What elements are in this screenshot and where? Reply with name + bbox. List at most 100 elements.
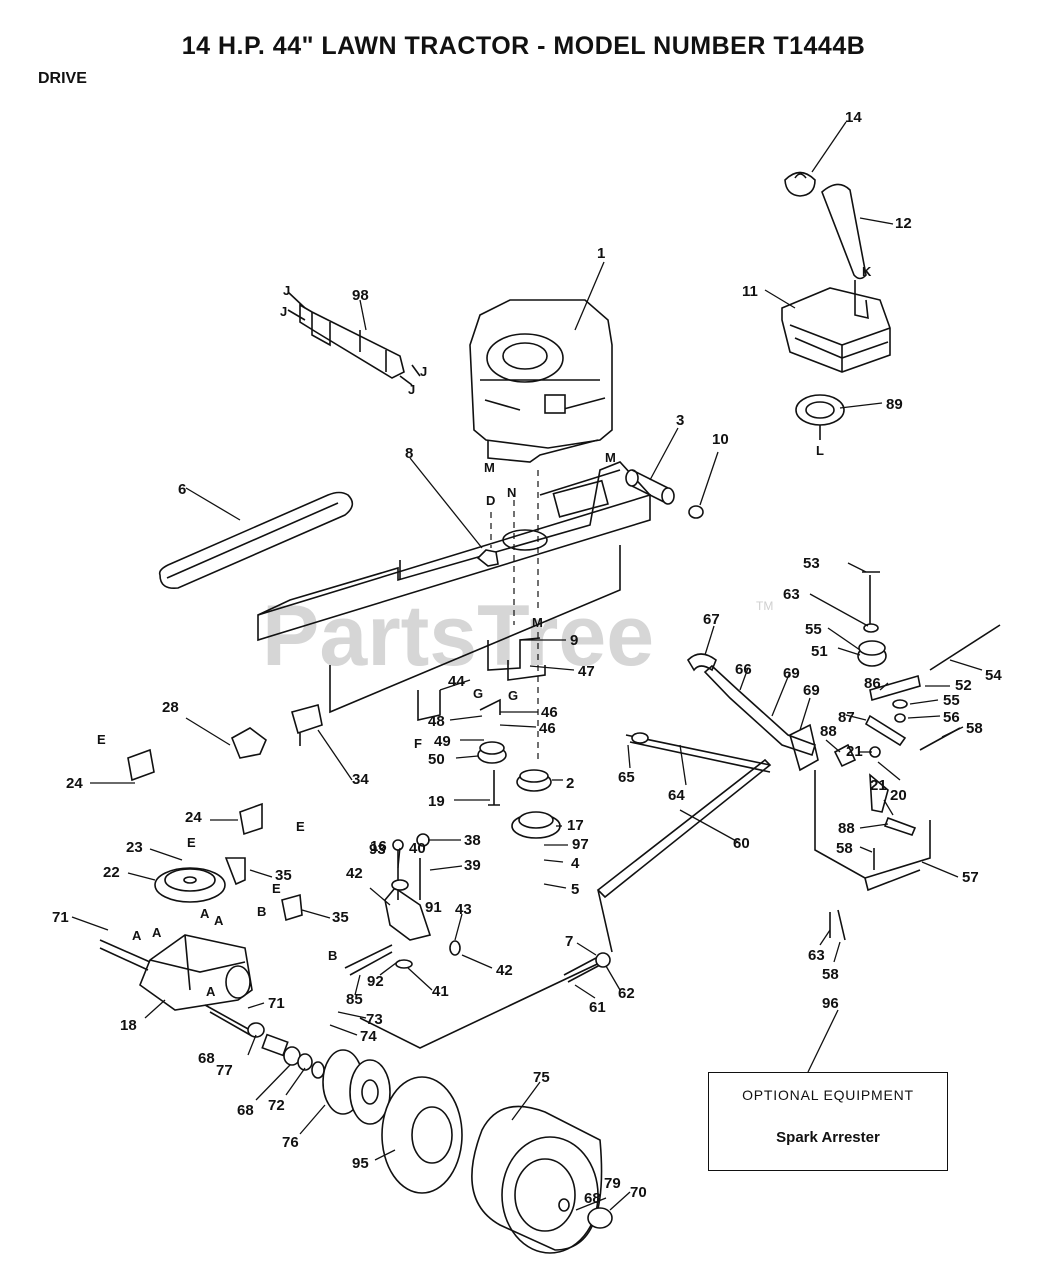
callout: 28 [162, 699, 179, 716]
callout: 95 [352, 1155, 369, 1172]
callout: 53 [803, 555, 820, 572]
callout: 40 [409, 840, 426, 857]
callout: 98 [352, 287, 369, 304]
callout: 44 [448, 673, 465, 690]
watermark-tm: TM [756, 599, 773, 613]
callout: 58 [836, 840, 853, 857]
callout: 92 [367, 973, 384, 990]
page-title: 14 H.P. 44" LAWN TRACTOR - MODEL NUMBER … [181, 32, 866, 60]
leader-lines [71, 121, 983, 1211]
svg-text:M: M [532, 615, 543, 630]
callout: 46 [541, 704, 558, 721]
callout: 63 [783, 586, 800, 603]
callout: 48 [428, 713, 445, 730]
callout: 54 [985, 667, 1002, 684]
callout: 49 [434, 733, 451, 750]
watermark: PartsTree [262, 588, 654, 684]
callout: 38 [464, 832, 481, 849]
callout-labels: 1 2 3 4 5 6 7 8 9 10 11 12 14 16 17 18 1… [52, 109, 1002, 1207]
callout: 58 [966, 720, 983, 737]
engine [469, 299, 613, 463]
svg-text:E: E [272, 881, 281, 896]
callout: 79 [604, 1175, 621, 1192]
callout: 88 [838, 820, 855, 837]
idler-bracket [417, 637, 546, 722]
callout: 56 [943, 709, 960, 726]
callout: 22 [103, 864, 120, 881]
callout: 43 [455, 901, 472, 918]
section-label: DRIVE [38, 70, 87, 87]
callout: 89 [886, 396, 903, 413]
svg-text:B: B [257, 904, 266, 919]
svg-text:L: L [816, 443, 824, 458]
callout: 3 [676, 412, 684, 429]
callout: 42 [496, 962, 513, 979]
callout: 73 [366, 1011, 383, 1028]
callout: 66 [735, 661, 752, 678]
callout: 67 [703, 611, 720, 628]
callout: 11 [742, 283, 758, 300]
callout: 70 [630, 1184, 647, 1201]
callout: 68 [198, 1050, 215, 1067]
callout: 87 [838, 709, 855, 726]
gasket-89 [795, 394, 845, 440]
svg-text:A: A [214, 913, 224, 928]
callout: 96 [822, 995, 839, 1012]
svg-text:J: J [283, 283, 290, 298]
shift-lever [781, 171, 891, 373]
callout: 68 [584, 1190, 601, 1207]
svg-text:E: E [187, 835, 196, 850]
callout: 71 [52, 909, 69, 926]
callout: 21 [846, 743, 863, 760]
belt [158, 491, 354, 590]
callout: 20 [890, 787, 907, 804]
callout: 86 [864, 675, 881, 692]
callout: 68 [237, 1102, 254, 1119]
optional-equipment-title: OPTIONAL EQUIPMENT [742, 1087, 914, 1103]
svg-text:J: J [420, 364, 427, 379]
callout: 46 [539, 720, 556, 737]
svg-text:M: M [605, 450, 616, 465]
callout: 24 [66, 775, 83, 792]
tire-75 [471, 1105, 603, 1254]
callout: 2 [566, 775, 574, 792]
bracket-98 [287, 291, 421, 386]
callout: 14 [845, 109, 862, 126]
svg-text:E: E [296, 819, 305, 834]
transaxle [99, 934, 253, 1037]
callout: 9 [570, 632, 578, 649]
callout: 39 [464, 857, 481, 874]
callout: 60 [733, 835, 750, 852]
callout: 74 [360, 1028, 377, 1045]
svg-text:A: A [132, 928, 142, 943]
svg-text:G: G [508, 688, 518, 703]
svg-text:G: G [473, 686, 483, 701]
callout: 63 [808, 947, 825, 964]
svg-text:M: M [484, 460, 495, 475]
optional-equipment-item: Spark Arrester [776, 1129, 880, 1146]
callout: 77 [216, 1062, 233, 1079]
callout: 85 [346, 991, 363, 1008]
callout: 19 [428, 793, 445, 810]
reference-letters: A A A A A B B D E E E E F G G J J J J K … [97, 264, 872, 999]
callout: 69 [803, 682, 820, 699]
callout: 61 [589, 999, 606, 1016]
callout: 1 [597, 245, 605, 262]
hub-76 [322, 1049, 391, 1125]
svg-text:J: J [408, 382, 415, 397]
svg-text:B: B [328, 948, 337, 963]
svg-text:D: D [486, 493, 495, 508]
callout: 55 [943, 692, 960, 709]
callout: 21 [870, 777, 887, 794]
callout: 50 [428, 751, 445, 768]
callout: 18 [120, 1017, 137, 1034]
callout: 52 [955, 677, 972, 694]
callout: 55 [805, 621, 822, 638]
callout: 64 [668, 787, 685, 804]
svg-text:A: A [200, 906, 210, 921]
callout: 72 [268, 1097, 285, 1114]
svg-text:E: E [97, 732, 106, 747]
callout: 65 [618, 769, 635, 786]
lever-66 [686, 653, 816, 757]
